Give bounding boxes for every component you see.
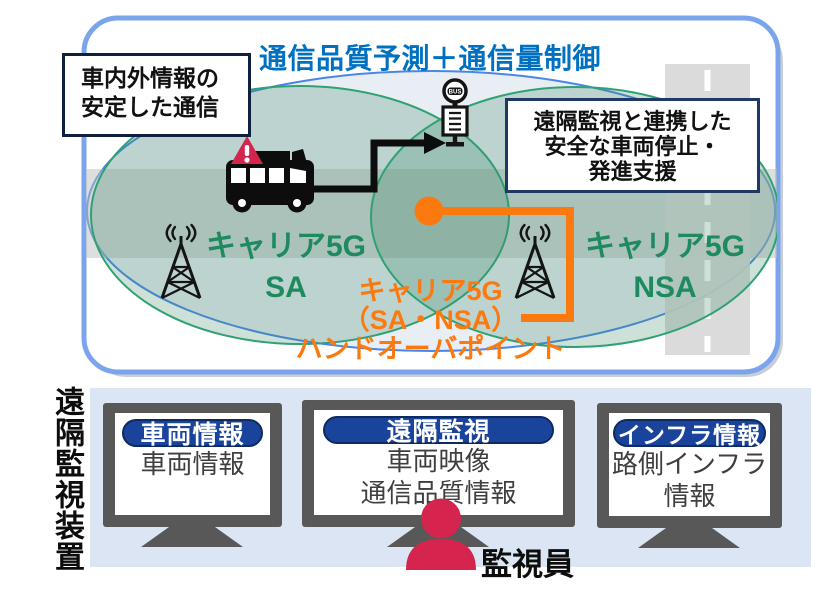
carrier-nsa-line1: キャリア5G	[584, 230, 746, 263]
antenna-sa-icon	[160, 223, 202, 299]
operator-person-icon	[406, 498, 476, 570]
operator-label: 監視員	[481, 547, 574, 582]
safety-callout-line2: 安全な車両停止・	[544, 134, 721, 159]
remote-monitoring-monitor: 遠隔監視 車両映像 通信品質情報	[302, 400, 575, 527]
carrier-nsa-line2: NSA	[633, 271, 697, 304]
vehicle-info-screen: 車両情報 車両情報	[115, 413, 270, 515]
stable-callout-line1: 車内外情報の	[81, 65, 219, 91]
monitor-stand	[638, 528, 740, 548]
carrier-5g-sa-label: キャリア5G SA	[196, 226, 376, 308]
vehicle-info-line1: 車両情報	[140, 449, 245, 479]
safety-support-callout: 遠隔監視と連携した 安全な車両停止・ 発進支援	[505, 98, 760, 193]
bus-stop-sign-text: BUS	[449, 90, 462, 96]
infra-info-monitor: インフラ情報 路側インフラ 情報	[597, 403, 782, 528]
bus-icon	[226, 149, 314, 213]
carrier-sa-line1: キャリア5G	[205, 230, 367, 263]
remote-monitoring-badge: 遠隔監視	[323, 416, 554, 446]
alert-icon	[231, 136, 263, 164]
stable-communication-callout: 車内外情報の 安定した通信	[62, 53, 251, 137]
carrier-5g-nsa-label: キャリア5G NSA	[575, 226, 755, 308]
antenna-nsa-icon	[514, 223, 556, 299]
bus-stop-icon: BUS	[441, 78, 469, 147]
remote-monitoring-line1: 車両映像	[386, 446, 491, 476]
vehicle-info-badge: 車両情報	[122, 419, 263, 449]
stable-callout-line2: 安定した通信	[81, 94, 219, 120]
handover-point-label: キャリア5G （SA・NSA） ハンドオーバポイント	[278, 277, 583, 364]
infra-info-line2: 情報	[663, 481, 716, 511]
handover-line2: （SA・NSA）	[342, 305, 519, 335]
remote-monitoring-device-label: 遠隔監視装置	[50, 386, 83, 572]
handover-point-icon	[414, 196, 444, 226]
infra-info-line1: 路側インフラ	[611, 449, 768, 479]
infra-info-badge: インフラ情報	[613, 419, 766, 448]
handover-line1: キャリア5G	[358, 276, 503, 306]
vehicle-info-monitor: 車両情報 車両情報	[103, 403, 282, 527]
remote-monitoring-screen: 遠隔監視 車両映像 通信品質情報	[314, 410, 563, 515]
handover-bracket-line	[443, 207, 574, 322]
infra-info-screen: インフラ情報 路側インフラ 情報	[609, 413, 770, 516]
handover-line3: ハンドオーバポイント	[295, 334, 566, 364]
bus-to-stop-arrow	[313, 132, 446, 193]
scene-title: 通信品質予測＋通信量制御	[258, 43, 601, 74]
monitor-stand	[141, 527, 243, 547]
safety-callout-line1: 遠隔監視と連携した	[533, 109, 732, 134]
carrier-sa-line2: SA	[265, 271, 307, 304]
safety-callout-line3: 発進支援	[588, 159, 677, 184]
